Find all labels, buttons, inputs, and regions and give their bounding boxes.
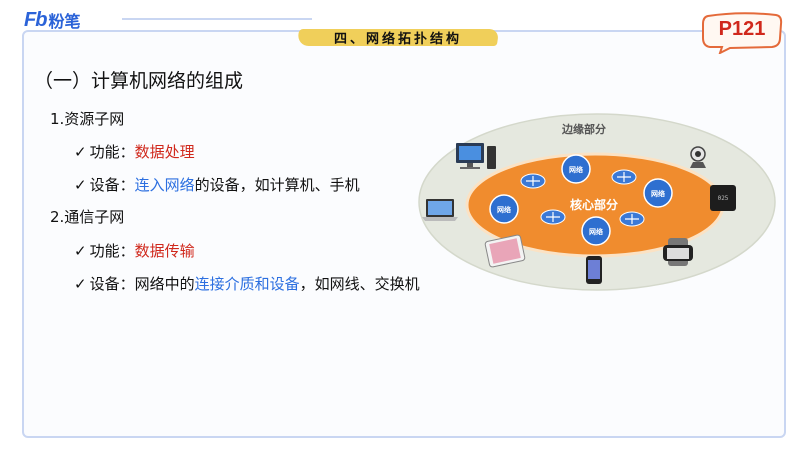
function-value: 数据处理 (134, 143, 195, 161)
resource-function-line: ✓功能：数据处理 (74, 141, 195, 162)
node-label: 网络 (497, 205, 511, 214)
router-icon (540, 209, 566, 225)
page-number: P121 (718, 18, 766, 40)
device-rest: ，如网线、交换机 (299, 275, 420, 293)
core-network-nodes: 网络 网络 网络 网络 (489, 154, 673, 246)
smartphone-icon (586, 256, 602, 284)
section-title: 四、网络拓扑结构 (333, 32, 462, 47)
node-label: 网络 (589, 227, 603, 236)
device-highlight: 连入网络 (134, 176, 195, 194)
tablet-icon (484, 234, 526, 268)
check-icon: ✓ (74, 176, 87, 194)
node-label: 网络 (569, 165, 583, 174)
page-badge: P121 (700, 10, 784, 54)
device-rest: 的设备，如计算机、手机 (194, 176, 360, 194)
main-heading: （一）计算机网络的组成 (34, 70, 244, 92)
logo-text: 粉笔 (48, 12, 81, 31)
section-title-banner: 四、网络拓扑结构 (296, 26, 500, 48)
edge-label: 边缘部分 (561, 122, 606, 136)
comm-device-line: ✓设备：网络中的连接介质和设备，如网线、交换机 (74, 273, 420, 294)
desktop-computer-icon (456, 143, 496, 169)
resource-subnet-title: 1.资源子网 (50, 110, 125, 128)
router-icon (520, 173, 546, 189)
function-value: 数据传输 (134, 242, 195, 260)
brand-logo: Fb 粉笔 (24, 8, 80, 32)
function-label: 功能： (89, 242, 135, 260)
node-label: 网络 (651, 189, 665, 198)
logo-mark: Fb (24, 8, 47, 31)
header-divider (122, 18, 312, 20)
check-icon: ✓ (74, 143, 87, 161)
laptop-icon (422, 199, 458, 221)
device-label: 设备： (89, 275, 135, 293)
check-icon: ✓ (74, 275, 87, 293)
router-icon (619, 211, 645, 227)
core-label: 核心部分 (570, 197, 618, 212)
check-icon: ✓ (74, 242, 87, 260)
function-label: 功能： (89, 143, 135, 161)
device-highlight: 连接介质和设备 (194, 275, 300, 293)
network-node: 网络 (489, 194, 519, 224)
resource-device-line: ✓设备：连入网络的设备，如计算机、手机 (74, 174, 360, 195)
network-node: 网络 (581, 216, 611, 246)
network-node: 网络 (643, 178, 673, 208)
comm-subnet-title: 2.通信子网 (50, 208, 125, 226)
smartwatch-icon (663, 238, 693, 266)
network-node: 网络 (561, 154, 591, 184)
router-icons (520, 169, 645, 227)
page-badge-bubble-icon (702, 12, 783, 54)
device-pre: 网络中的 (134, 275, 195, 293)
webcam-icon (690, 146, 706, 168)
comm-function-line: ✓功能：数据传输 (74, 240, 195, 261)
smart-device-icon: 025 (710, 185, 736, 211)
watch-time: 025 (718, 195, 729, 202)
router-icon (611, 169, 637, 185)
network-topology-diagram: 边缘部分 核心部分 网络 网络 网络 网络 (418, 113, 776, 291)
device-label: 设备： (89, 176, 135, 194)
